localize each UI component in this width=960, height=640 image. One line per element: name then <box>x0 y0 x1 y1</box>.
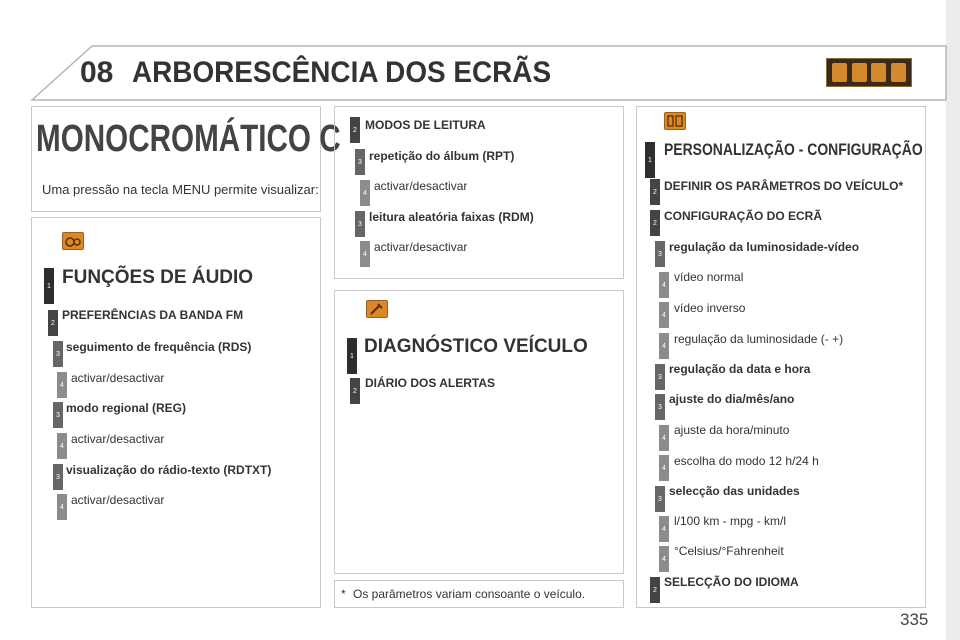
level-badge: 3 <box>355 211 365 237</box>
menu-item: ajuste da hora/minuto <box>674 423 790 437</box>
level-badge: 4 <box>659 516 669 542</box>
page-edge <box>946 0 960 640</box>
footnote-text: Os parâmetros variam consoante o veículo… <box>353 587 586 601</box>
audio-icon <box>62 232 84 250</box>
settings-icon <box>871 63 887 82</box>
menu-item: DEFINIR OS PARÂMETROS DO VEÍCULO* <box>664 179 904 193</box>
menu-item: l/100 km - mpg - km/l <box>674 514 787 528</box>
level-badge: 1 <box>645 142 655 178</box>
menu-item: selecção das unidades <box>669 484 800 498</box>
play-modes-panel <box>334 106 624 279</box>
level-badge: 1 <box>347 338 357 374</box>
menu-item: activar/desactivar <box>374 179 468 193</box>
chapter-number: 08 <box>80 56 114 89</box>
level-badge: 3 <box>655 394 665 420</box>
level-badge: 3 <box>53 464 63 490</box>
menu-item: activar/desactivar <box>71 493 165 507</box>
diagnostic-title: DIAGNÓSTICO VEÍCULO <box>364 336 588 357</box>
mono-title: MONOCROMÁTICO C <box>36 118 341 160</box>
menu-item: escolha do modo 12 h/24 h <box>674 454 819 468</box>
mono-panel <box>31 106 321 212</box>
menu-item: repetição do álbum (RPT) <box>369 149 515 163</box>
menu-item: activar/desactivar <box>374 240 468 254</box>
level-badge: 3 <box>53 341 63 367</box>
level-badge: 4 <box>360 241 370 267</box>
level-badge: 2 <box>650 179 660 205</box>
level-badge: 4 <box>57 433 67 459</box>
diagnostic-panel <box>334 290 624 574</box>
level-badge: 3 <box>655 486 665 512</box>
level-badge: 1 <box>44 268 54 304</box>
footnote-panel <box>334 580 624 608</box>
level-badge: 2 <box>650 210 660 236</box>
menu-item: activar/desactivar <box>71 371 165 385</box>
settings-panel <box>636 106 926 608</box>
level-badge: 2 <box>350 378 360 404</box>
menu-item: DIÁRIO DOS ALERTAS <box>365 376 496 390</box>
audio-icon <box>832 63 848 82</box>
page-title: ARBORESCÊNCIA DOS ECRÃS <box>132 56 552 89</box>
footnote-mark: * <box>341 587 346 601</box>
level-badge: 2 <box>650 577 660 603</box>
menu-item: activar/desactivar <box>71 432 165 446</box>
menu-item: °Celsius/°Fahrenheit <box>674 544 784 558</box>
menu-item: ajuste do dia/mês/ano <box>669 392 795 406</box>
level-badge: 2 <box>48 310 58 336</box>
level-badge: 2 <box>350 117 360 143</box>
wrench-icon <box>851 63 867 82</box>
menu-item: MODOS DE LEITURA <box>365 118 486 132</box>
wrench-icon <box>366 300 388 318</box>
menu-item: regulação da luminosidade-vídeo <box>669 240 860 254</box>
menu-item: regulação da data e hora <box>669 362 811 376</box>
level-badge: 4 <box>659 302 669 328</box>
intro-text: Uma pressão na tecla MENU permite visual… <box>42 182 319 197</box>
menu-item: PREFERÊNCIAS DA BANDA FM <box>62 308 244 322</box>
level-badge: 4 <box>659 333 669 359</box>
audio-panel <box>31 217 321 608</box>
header-menu-icons <box>826 58 912 87</box>
level-badge: 3 <box>355 149 365 175</box>
level-badge: 3 <box>655 364 665 390</box>
level-badge: 4 <box>360 180 370 206</box>
level-badge: 4 <box>659 425 669 451</box>
settings-icon <box>664 112 686 130</box>
level-badge: 4 <box>659 546 669 572</box>
menu-item: CONFIGURAÇÃO DO ECRÃ <box>664 209 822 223</box>
level-badge: 3 <box>655 241 665 267</box>
menu-item: regulação da luminosidade (- +) <box>674 332 844 346</box>
menu-item: SELECÇÃO DO IDIOMA <box>664 575 799 589</box>
level-badge: 4 <box>57 494 67 520</box>
level-badge: 4 <box>659 455 669 481</box>
menu-item: vídeo inverso <box>674 301 746 315</box>
level-badge: 4 <box>57 372 67 398</box>
menu-item: seguimento de frequência (RDS) <box>66 340 252 354</box>
settings-title: PERSONALIZAÇÃO - CONFIGURAÇÃO <box>664 140 923 159</box>
audio-title: FUNÇÕES DE ÁUDIO <box>62 267 254 288</box>
menu-item: vídeo normal <box>674 270 744 284</box>
level-badge: 4 <box>659 272 669 298</box>
level-badge: 3 <box>53 402 63 428</box>
page-number: 335 <box>900 610 929 629</box>
menu-item: visualização do rádio-texto (RDTXT) <box>66 463 272 477</box>
header-frame <box>30 45 947 101</box>
phone-icon <box>890 63 906 82</box>
menu-item: modo regional (REG) <box>66 401 186 415</box>
menu-item: leitura aleatória faixas (RDM) <box>369 210 534 224</box>
